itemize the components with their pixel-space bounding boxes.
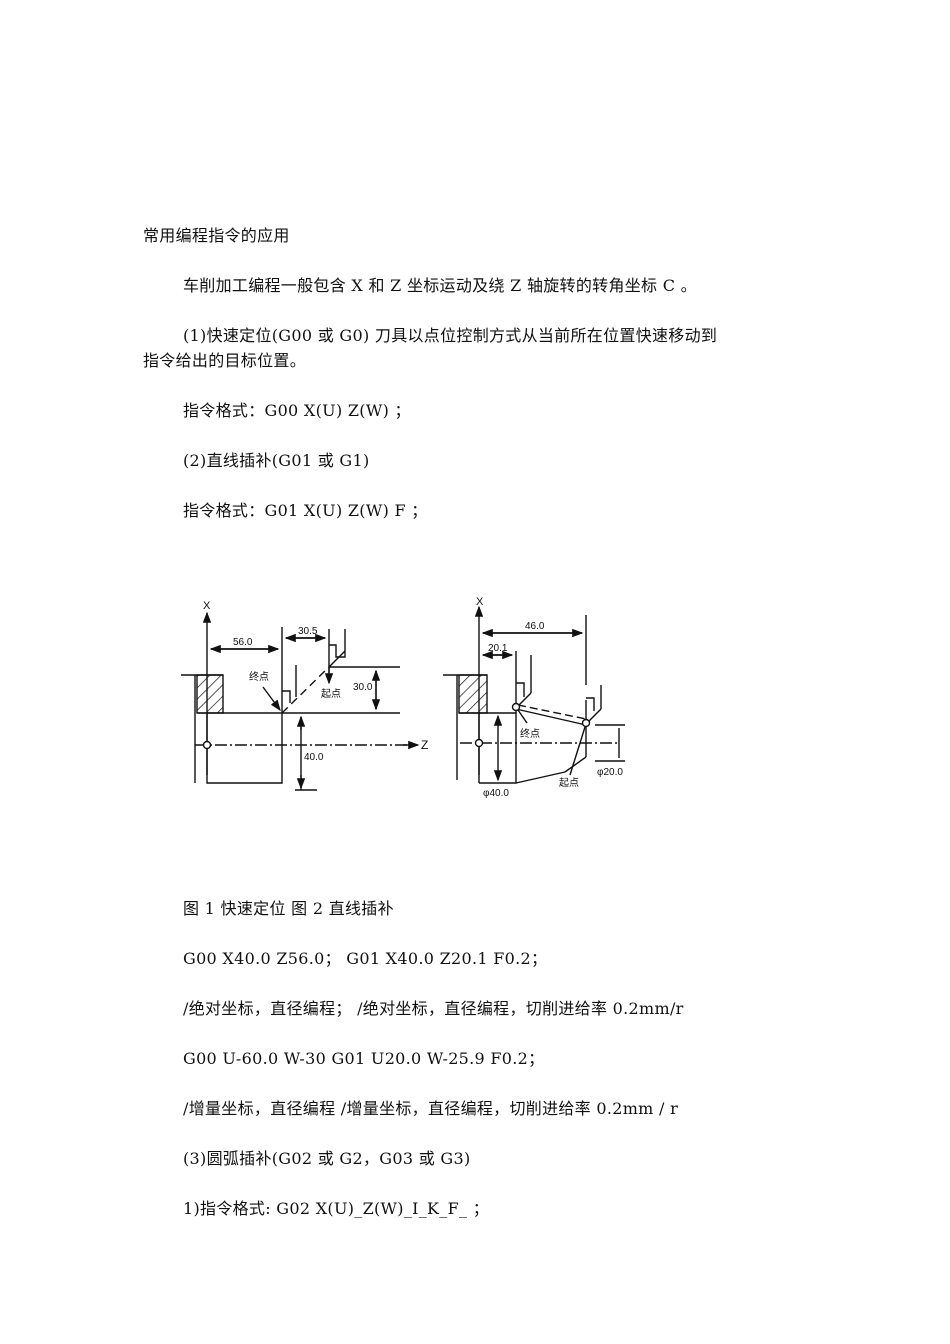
- item2-format: 指令格式：G01 X(U) Z(W) F ；: [183, 501, 428, 520]
- incremental-note: /增量坐标，直径编程 /增量坐标，直径编程，切削进给率 0.2mm / r: [183, 1099, 679, 1118]
- absolute-code: G00 X40.0 Z56.0； G01 X40.0 Z20.1 F0.2；: [183, 949, 548, 968]
- fig1-axis-x: X: [203, 600, 211, 612]
- fig2-axis-x: X: [476, 596, 484, 608]
- item1-format: 指令格式：G00 X(U) Z(W) ；: [183, 401, 411, 420]
- figure-1-rapid-positioning: X Z 56.0 30.5 30.0 40.0 终点 起点 X 46.0 20.…: [181, 596, 625, 799]
- fig2-dia-40: φ40.0: [483, 788, 509, 799]
- item3-format: 1)指令格式: G02 X(U)_Z(W)_I_K_F_ ；: [183, 1199, 489, 1218]
- fig2-dim-20-1: 20.1: [488, 643, 508, 654]
- fig1-dim-30: 30.0: [353, 682, 373, 693]
- fig1-dim-56: 56.0: [233, 637, 253, 648]
- item3-title: (3)圆弧插补(G02 或 G2，G03 或 G3): [183, 1149, 471, 1168]
- absolute-note: /绝对坐标，直径编程； /绝对坐标，直径编程，切削进给率 0.2mm/r: [183, 999, 684, 1018]
- fig1-end-point-label: 终点: [249, 670, 269, 683]
- fig1-axis-z: Z: [421, 738, 428, 752]
- fig2-start-point-label: 起点: [559, 777, 579, 789]
- figure-caption: 图 1 快速定位 图 2 直线插补: [183, 899, 394, 918]
- item2-title: (2)直线插补(G01 或 G1): [183, 451, 370, 470]
- item1-paragraph-line1: (1)快速定位(G00 或 G0) 刀具以点位控制方式从当前所在位置快速移动到: [183, 326, 718, 345]
- fig1-dim-40: 40.0: [304, 752, 324, 763]
- item1-paragraph-line2: 指令给出的目标位置。: [143, 351, 307, 370]
- section-heading: 常用编程指令的应用: [143, 226, 290, 245]
- incremental-code: G00 U-60.0 W-30 G01 U20.0 W-25.9 F0.2；: [183, 1049, 545, 1068]
- figures: X Z 56.0 30.5 30.0 40.0 终点 起点 X 46.0 20.…: [175, 585, 655, 800]
- fig2-dim-46: 46.0: [525, 621, 545, 632]
- fig1-start-point-label: 起点: [321, 688, 341, 700]
- fig1-dim-30-5: 30.5: [298, 626, 318, 637]
- fig2-dia-20: φ20.0: [597, 767, 623, 778]
- intro-paragraph: 车削加工编程一般包含 X 和 Z 坐标运动及绕 Z 轴旋转的转角坐标 C 。: [183, 276, 697, 295]
- fig2-end-point-label: 终点: [520, 727, 540, 740]
